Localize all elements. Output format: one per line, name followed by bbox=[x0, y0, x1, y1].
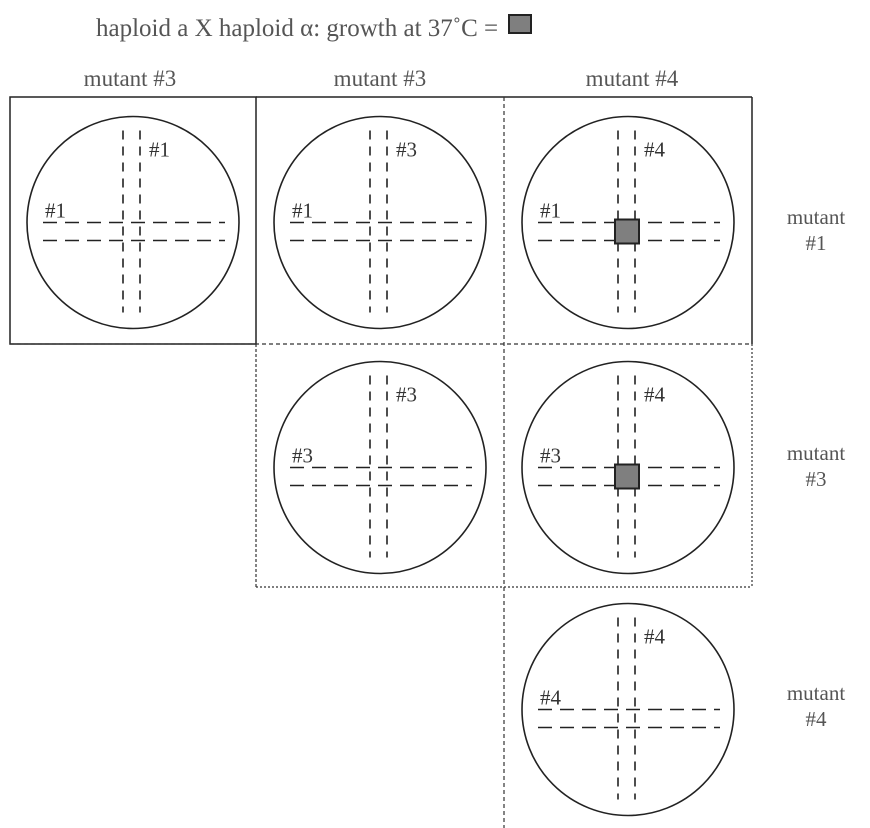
horizontal-streak-label: #3 bbox=[292, 444, 313, 468]
petri-plate bbox=[521, 602, 735, 817]
vertical-streak-label: #1 bbox=[149, 138, 170, 162]
row-header-2-line1: mutant bbox=[786, 441, 846, 465]
row-header-3-line1: mutant bbox=[786, 681, 846, 705]
vertical-streak-label: #4 bbox=[644, 625, 666, 649]
row-header-1: mutant#1 bbox=[766, 204, 866, 256]
vertical-streak-label: #3 bbox=[396, 383, 417, 407]
horizontal-streak-label: #1 bbox=[45, 199, 66, 223]
column-header-1: mutant #3 bbox=[83, 66, 177, 91]
growth-square bbox=[614, 463, 640, 490]
column-header-3: mutant #4 bbox=[585, 66, 679, 91]
row-header-2: mutant#3 bbox=[766, 440, 866, 492]
vertical-streak-label: #4 bbox=[644, 138, 666, 162]
row-header-2-line2: #3 bbox=[805, 467, 827, 491]
growth-square bbox=[614, 218, 640, 245]
row-header-1-line1: mutant bbox=[786, 205, 846, 229]
title-text: haploid a X haploid α: growth at 37˚C = bbox=[96, 15, 505, 42]
horizontal-streak-label: #3 bbox=[540, 444, 561, 468]
horizontal-streak-label: #4 bbox=[540, 686, 562, 710]
column-header-2: mutant #3 bbox=[333, 66, 427, 91]
petri-plate bbox=[273, 115, 487, 330]
growth-legend-swatch bbox=[508, 14, 533, 34]
horizontal-streak-label: #1 bbox=[540, 199, 561, 223]
petri-plate bbox=[521, 115, 735, 330]
petri-plate bbox=[521, 360, 735, 575]
petri-plate bbox=[26, 115, 240, 330]
row-header-3: mutant#4 bbox=[766, 680, 866, 732]
horizontal-streak-label: #1 bbox=[292, 199, 313, 223]
diagram-title: haploid a X haploid α: growth at 37˚C = bbox=[96, 14, 533, 43]
row-header-1-line2: #1 bbox=[805, 231, 827, 255]
petri-plate bbox=[273, 360, 487, 575]
vertical-streak-label: #3 bbox=[396, 138, 417, 162]
vertical-streak-label: #4 bbox=[644, 383, 666, 407]
row-header-3-line2: #4 bbox=[805, 707, 827, 731]
